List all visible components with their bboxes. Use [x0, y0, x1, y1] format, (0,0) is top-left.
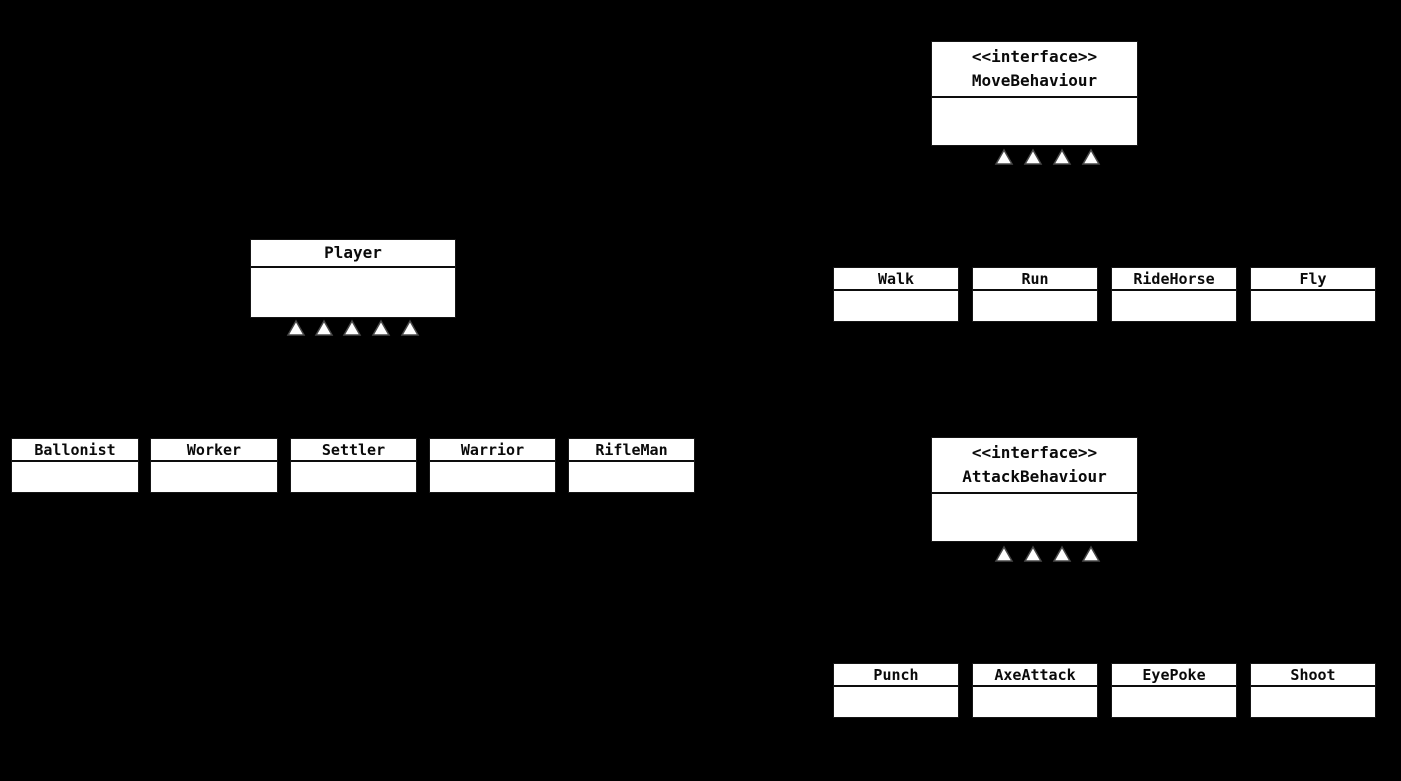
- inheritance-arrow-icon: [1081, 545, 1101, 562]
- class-header-move-behaviour: <<interface>> MoveBehaviour: [932, 42, 1137, 98]
- class-name: Punch: [873, 665, 919, 684]
- inheritance-arrow-icon: [371, 319, 391, 336]
- class-box-rifleman: RifleMan: [568, 438, 695, 493]
- inheritance-arrow-icon: [314, 319, 334, 336]
- class-header-eye-poke: EyePoke: [1112, 664, 1236, 687]
- class-attributes-compartment: [430, 462, 555, 492]
- class-box-eye-poke: EyePoke: [1111, 663, 1237, 718]
- class-box-warrior: Warrior: [429, 438, 556, 493]
- class-box-axe-attack: AxeAttack: [972, 663, 1098, 718]
- class-name: EyePoke: [1142, 665, 1206, 684]
- class-attributes-compartment: [973, 687, 1097, 717]
- class-name: Ballonist: [34, 440, 116, 459]
- class-attributes-compartment: [932, 494, 1137, 541]
- class-name: Settler: [321, 440, 386, 459]
- inheritance-arrow-icon: [1052, 148, 1072, 165]
- class-attributes-compartment: [151, 462, 277, 492]
- inheritance-arrow-icon: [342, 319, 362, 336]
- inheritance-arrow-icon: [994, 148, 1014, 165]
- class-box-worker: Worker: [150, 438, 278, 493]
- class-header-worker: Worker: [151, 439, 277, 462]
- class-name: AxeAttack: [994, 665, 1076, 684]
- class-name: RifleMan: [595, 440, 668, 459]
- class-name: Walk: [877, 269, 915, 288]
- class-attributes-compartment: [1112, 687, 1236, 717]
- inheritance-arrow-icon: [994, 545, 1014, 562]
- class-attributes-compartment: [1251, 291, 1375, 321]
- class-header-rifleman: RifleMan: [569, 439, 694, 462]
- inheritance-arrow-icon: [1081, 148, 1101, 165]
- inheritance-arrow-icon: [286, 319, 306, 336]
- class-attributes-compartment: [973, 291, 1097, 321]
- class-header-punch: Punch: [834, 664, 958, 687]
- inheritance-arrow-icon: [400, 319, 420, 336]
- class-header-attack-behaviour: <<interface>> AttackBehaviour: [932, 438, 1137, 494]
- class-name: Player: [324, 243, 382, 262]
- class-box-settler: Settler: [290, 438, 417, 493]
- class-attributes-compartment: [932, 98, 1137, 145]
- class-box-ride-horse: RideHorse: [1111, 267, 1237, 322]
- class-box-attack-behaviour: <<interface>> AttackBehaviour: [931, 437, 1138, 542]
- class-name: MoveBehaviour: [971, 71, 1098, 90]
- class-header-ride-horse: RideHorse: [1112, 268, 1236, 291]
- class-name: Shoot: [1290, 665, 1336, 684]
- class-box-run: Run: [972, 267, 1098, 322]
- class-box-shoot: Shoot: [1250, 663, 1376, 718]
- class-attributes-compartment: [1112, 291, 1236, 321]
- class-header-warrior: Warrior: [430, 439, 555, 462]
- class-name: Run: [1021, 269, 1049, 288]
- class-header-axe-attack: AxeAttack: [973, 664, 1097, 687]
- class-box-player: Player: [250, 239, 456, 318]
- class-attributes-compartment: [834, 291, 958, 321]
- inheritance-arrow-icon: [1023, 148, 1043, 165]
- inheritance-arrow-icon: [1052, 545, 1072, 562]
- class-name: AttackBehaviour: [962, 467, 1107, 486]
- class-stereotype: <<interface>>: [971, 47, 1098, 66]
- class-header-run: Run: [973, 268, 1097, 291]
- class-attributes-compartment: [834, 687, 958, 717]
- class-header-player: Player: [251, 240, 455, 268]
- class-attributes-compartment: [12, 462, 138, 492]
- class-box-move-behaviour: <<interface>> MoveBehaviour: [931, 41, 1138, 146]
- class-header-settler: Settler: [291, 439, 416, 462]
- class-header-shoot: Shoot: [1251, 664, 1375, 687]
- class-name: RideHorse: [1133, 269, 1215, 288]
- class-stereotype: <<interface>>: [971, 443, 1098, 462]
- class-name: Fly: [1299, 269, 1327, 288]
- inheritance-arrow-icon: [1023, 545, 1043, 562]
- class-attributes-compartment: [1251, 687, 1375, 717]
- class-box-ballonist: Ballonist: [11, 438, 139, 493]
- class-box-fly: Fly: [1250, 267, 1376, 322]
- class-attributes-compartment: [291, 462, 416, 492]
- class-box-punch: Punch: [833, 663, 959, 718]
- class-name: Warrior: [460, 440, 525, 459]
- class-header-walk: Walk: [834, 268, 958, 291]
- class-name: Worker: [186, 440, 242, 459]
- class-box-walk: Walk: [833, 267, 959, 322]
- class-header-ballonist: Ballonist: [12, 439, 138, 462]
- class-attributes-compartment: [251, 268, 455, 317]
- class-attributes-compartment: [569, 462, 694, 492]
- class-header-fly: Fly: [1251, 268, 1375, 291]
